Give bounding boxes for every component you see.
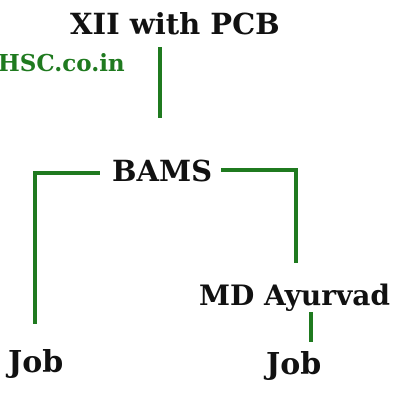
- node-xii-with-pcb: XII with PCB: [70, 7, 280, 41]
- node-job-right: Job: [266, 347, 322, 382]
- connector-bams-to-md: [221, 168, 298, 263]
- watermark-hsc-co-in: HSC.co.in: [0, 50, 125, 77]
- node-bams: BAMS: [112, 154, 213, 188]
- node-job-left: Job: [8, 345, 64, 380]
- connector-bams-to-left-job: [33, 171, 100, 324]
- node-md-ayurvad: MD Ayurvad: [199, 279, 390, 312]
